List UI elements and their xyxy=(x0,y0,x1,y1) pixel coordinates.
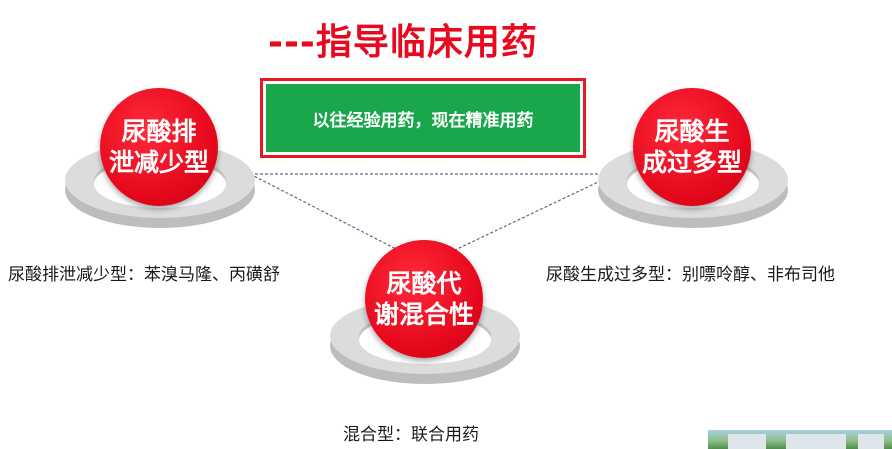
page-title: ---指导临床用药 xyxy=(268,22,538,63)
node-label-line1: 尿酸代 xyxy=(386,269,462,298)
caption-right: 尿酸生成过多型：别嘌呤醇、非布司他 xyxy=(546,265,835,285)
photo-building xyxy=(858,434,884,449)
node-label-line2: 泄减少型 xyxy=(108,148,209,177)
caption-left: 尿酸排泄减少型：苯溴马隆、丙磺舒 xyxy=(8,265,280,285)
node-mixed-metabolism: 尿酸代 谢混合性 xyxy=(327,236,523,386)
node-label-line2: 谢混合性 xyxy=(373,300,474,329)
node-label-line1: 尿酸生 xyxy=(654,117,730,146)
banner-box: 以往经验用药，现在精准用药 xyxy=(260,78,586,158)
connector-right xyxy=(454,173,616,251)
corner-photo-thumbnail xyxy=(708,430,892,449)
banner-text: 以往经验用药，现在精准用药 xyxy=(266,84,580,152)
node-production-excess: 尿酸生 成过多型 xyxy=(595,80,791,230)
node-circle: 尿酸排 泄减少型 xyxy=(100,88,218,206)
connector-left xyxy=(249,173,399,251)
node-excretion-reduced: 尿酸排 泄减少型 xyxy=(62,80,258,230)
photo-building xyxy=(728,434,766,449)
node-circle: 尿酸代 谢混合性 xyxy=(365,240,483,358)
node-circle: 尿酸生 成过多型 xyxy=(633,88,751,206)
photo-building xyxy=(786,434,846,449)
node-label-line2: 成过多型 xyxy=(641,148,742,177)
node-label-line1: 尿酸排 xyxy=(121,117,197,146)
caption-bottom: 混合型：联合用药 xyxy=(343,425,479,445)
